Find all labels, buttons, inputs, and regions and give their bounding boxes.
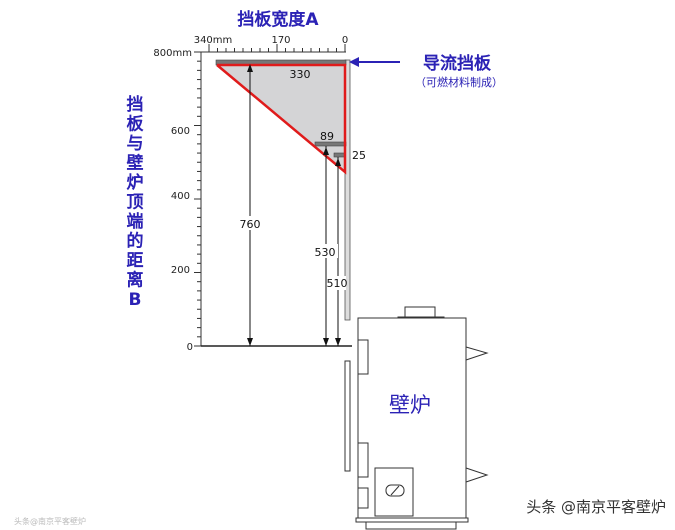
wall <box>344 59 351 321</box>
distance-title-char: 挡 <box>127 94 144 115</box>
fireplace-label: 壁炉 <box>389 393 431 417</box>
watermark-right: 头条 @南京平客壁炉 <box>526 498 666 516</box>
dim-330: 330 <box>290 68 311 81</box>
arrow-up-icon <box>247 64 253 72</box>
distance-title-char: 的 <box>127 231 144 252</box>
distance-title-char: 距 <box>127 251 144 271</box>
x-tick-0: 0 <box>342 35 348 46</box>
watermark-left: 头条@南京平客壁炉 <box>14 516 86 526</box>
arrow-left-icon <box>349 57 359 67</box>
y-tick-600: 600 <box>171 126 190 137</box>
x-tick-340: 340mm <box>194 35 233 46</box>
arrow-down-icon <box>335 338 341 346</box>
dim-760: 760 <box>240 218 261 231</box>
dim-89: 89 <box>320 130 334 143</box>
baffle-note: （可燃材料制成） <box>415 75 503 89</box>
y-tick-0: 0 <box>187 342 193 353</box>
distance-title-char: B <box>129 290 142 310</box>
arrow-down-icon <box>323 338 329 346</box>
y-tick-400: 400 <box>171 191 190 202</box>
arrow-up-icon <box>335 158 341 166</box>
distance-title-char: 与 <box>127 134 144 154</box>
y-tick-200: 200 <box>171 265 190 276</box>
distance-title-char: 离 <box>127 270 144 291</box>
distance-title-char: 炉 <box>127 172 144 193</box>
y-tick-800: 800mm <box>153 48 192 59</box>
distance-title-char: 板 <box>127 114 145 135</box>
width-axis-title: 挡板宽度A <box>237 9 319 30</box>
dim-25: 25 <box>352 149 366 162</box>
limit-triangle <box>216 63 347 175</box>
distance-title-char: 端 <box>127 211 144 232</box>
arrow-down-icon <box>247 338 253 346</box>
dim-530: 530 <box>315 246 336 259</box>
dim-510: 510 <box>327 277 348 290</box>
arrow-up-icon <box>323 147 329 155</box>
fireplace-drawing <box>344 306 489 530</box>
baffle-label: 导流挡板 <box>423 53 492 74</box>
baffle-25 <box>333 152 346 158</box>
distance-title-char: 顶 <box>127 193 144 213</box>
distance-title-char: 壁 <box>127 153 144 174</box>
x-tick-170: 170 <box>271 35 290 46</box>
